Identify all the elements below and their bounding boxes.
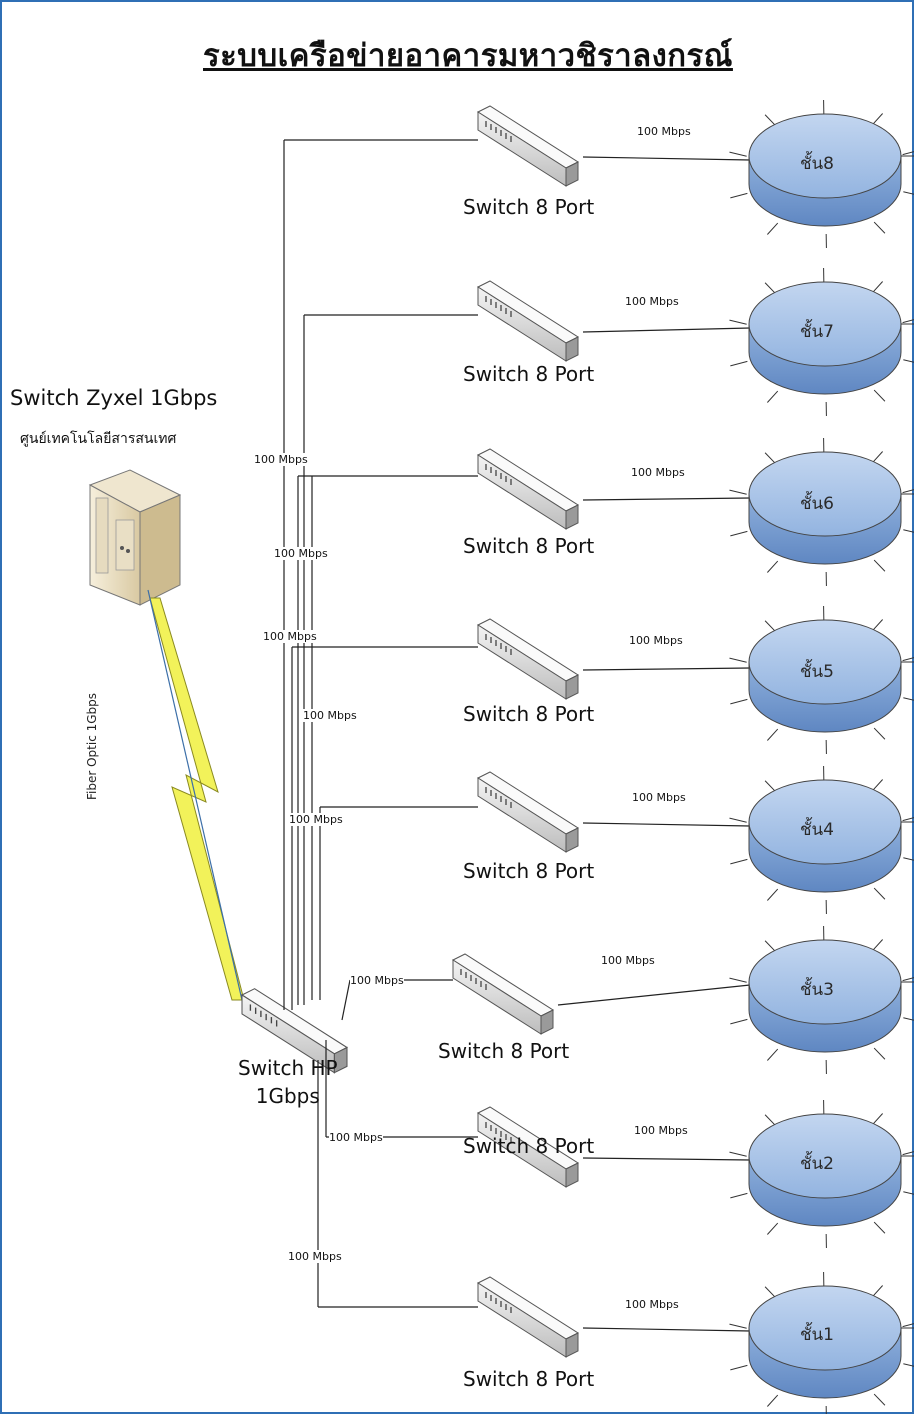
floor-link-speed: 100 Mbps — [629, 634, 683, 647]
floor-hub-label: ชั้น2 — [800, 1154, 834, 1174]
hp-switch-label: Switch HP 1Gbps — [238, 1054, 338, 1110]
floor-switch-icon — [476, 618, 580, 700]
uplink-line — [582, 1157, 751, 1161]
floor-link-speed: 100 Mbps — [631, 466, 685, 479]
hp-switch-icon — [240, 988, 349, 1074]
floor-switch-label: Switch 8 Port — [463, 859, 595, 883]
floor-hub-label: ชั้น4 — [800, 820, 834, 840]
floor-hub-label: ชั้น8 — [800, 154, 834, 174]
floor-link-speed: 100 Mbps — [601, 954, 655, 967]
connection-line — [341, 979, 351, 1021]
uplink-line — [582, 497, 751, 501]
floor-hub-label: ชั้น3 — [800, 980, 834, 1000]
uplink-line — [582, 1327, 751, 1332]
floor-hub-icon — [729, 605, 914, 755]
branch-speed-label: 100 Mbps — [274, 547, 328, 560]
core-switch-label: Switch Zyxel 1Gbps — [10, 386, 218, 410]
floor-hub-label: ชั้น5 — [800, 662, 834, 682]
hp-switch-label-line2: 1Gbps — [255, 1084, 320, 1108]
fiber-link-label: Fiber Optic 1Gbps — [85, 692, 99, 800]
floor-link-speed: 100 Mbps — [625, 1298, 679, 1311]
floor-switch-label: Switch 8 Port — [463, 702, 595, 726]
floor-switch-icon — [476, 280, 580, 362]
uplink-line — [582, 667, 751, 671]
floor-switch-label: Switch 8 Port — [463, 195, 595, 219]
branch-speed-label: 100 Mbps — [329, 1131, 383, 1144]
floor-link-speed: 100 Mbps — [634, 1124, 688, 1137]
branch-speed-label: 100 Mbps — [254, 453, 308, 466]
branch-speed-label: 100 Mbps — [289, 813, 343, 826]
floor-link-speed: 100 Mbps — [637, 125, 691, 138]
uplink-line — [582, 822, 751, 827]
floor-switch-icon — [476, 1276, 580, 1358]
uplink-line — [582, 327, 751, 333]
diagram-title: ระบบเครือข่ายอาคารมหาวชิราลงกรณ์ — [203, 38, 733, 74]
floor-hub-icon — [729, 1099, 914, 1249]
branch-speed-label: 100 Mbps — [263, 630, 317, 643]
floor-switch-label: Switch 8 Port — [463, 534, 595, 558]
branch-speed-label: 100 Mbps — [350, 974, 404, 987]
floor-hub-icon — [729, 925, 914, 1075]
uplink-line — [582, 156, 751, 161]
floor-hub-label: ชั้น7 — [800, 322, 834, 342]
core-location-label: ศูนย์เทคโนโลยีสารสนเทศ — [20, 431, 177, 447]
server-tower-icon — [88, 469, 182, 606]
floor-switch-label: Switch 8 Port — [463, 1134, 595, 1158]
floor-hub-label: ชั้น1 — [800, 1325, 834, 1345]
floor-hub-icon — [729, 267, 914, 417]
floor-switch-icon — [476, 448, 580, 530]
floor-hub-icon — [729, 99, 914, 249]
floor-link-speed: 100 Mbps — [632, 791, 686, 804]
branch-speed-label: 100 Mbps — [288, 1250, 342, 1263]
branch-speed-label: 100 Mbps — [303, 709, 357, 722]
floor-hub-icon — [729, 765, 914, 915]
floor-hub-icon — [729, 1271, 914, 1414]
floor-link-speed: 100 Mbps — [625, 295, 679, 308]
hp-switch-label-line1: Switch HP — [238, 1056, 338, 1080]
floor-switch-icon — [476, 771, 580, 853]
uplink-line — [557, 984, 751, 1006]
floor-switch-icon — [451, 953, 555, 1035]
floor-switch-label: Switch 8 Port — [438, 1039, 570, 1063]
floor-hub-icon — [729, 437, 914, 587]
floor-switch-icon — [476, 1106, 580, 1188]
floor-hub-label: ชั้น6 — [800, 494, 834, 514]
floor-switch-label: Switch 8 Port — [463, 362, 595, 386]
fiber-cable — [147, 589, 243, 1001]
floor-switch-icon — [476, 105, 580, 187]
floor-switch-label: Switch 8 Port — [463, 1367, 595, 1391]
